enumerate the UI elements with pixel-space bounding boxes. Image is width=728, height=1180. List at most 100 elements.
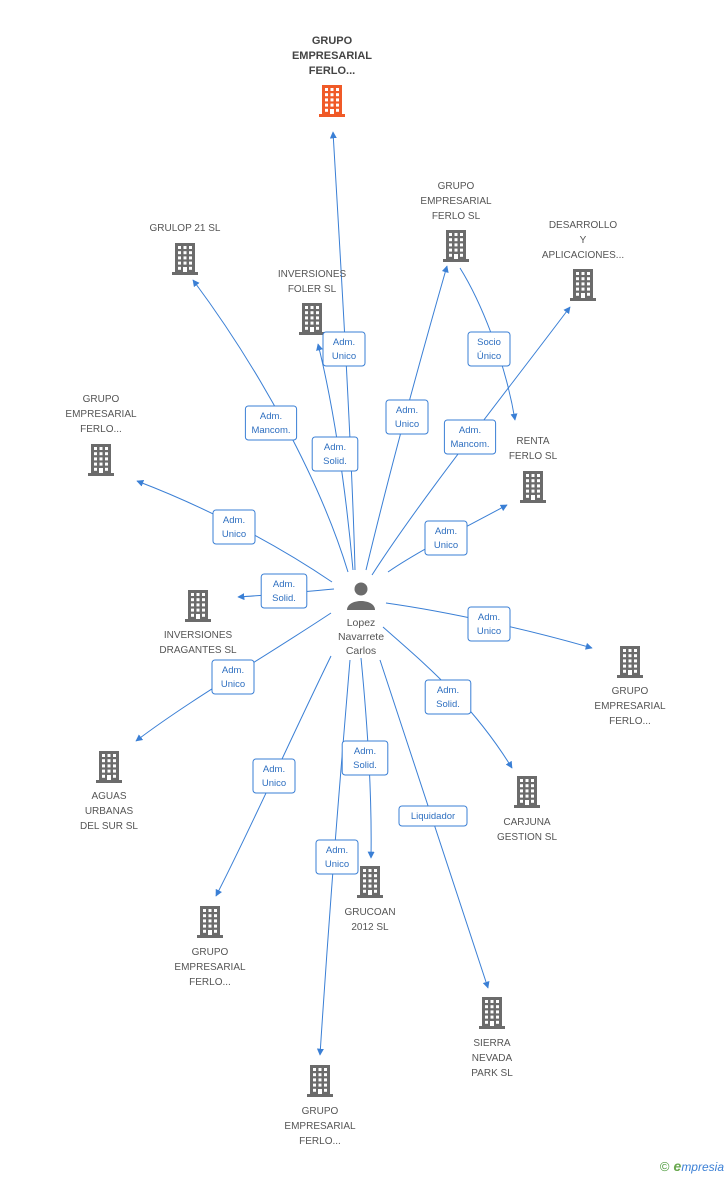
company-label: EMPRESARIAL	[594, 701, 666, 712]
company-label: GRUPO	[612, 686, 649, 697]
edge-label-text: Liquidador	[411, 811, 455, 822]
person-label: Navarrete	[338, 631, 384, 643]
edge-label-c6[interactable]: Adm. Unico	[424, 520, 468, 556]
company-label: INVERSIONES	[164, 630, 233, 641]
company-label: INVERSIONES	[278, 269, 347, 280]
edge-label-text: Solid.	[323, 456, 347, 467]
building-icon	[617, 646, 643, 678]
edge-label-text: Solid.	[436, 699, 460, 710]
company-label: FERLO...	[299, 1136, 341, 1147]
edge-label-text: Adm.	[223, 515, 245, 526]
edge-label-c1[interactable]: Adm.Mancom.	[244, 405, 298, 441]
edge-label-box	[322, 331, 366, 367]
edge-label-box	[467, 606, 511, 642]
empresia-logo-icon: e	[673, 1158, 682, 1174]
person-label: Carlos	[346, 645, 376, 657]
company-node-c4[interactable]: DESARROLLOYAPLICACIONES...	[542, 220, 624, 301]
company-label: GRUPO	[83, 394, 120, 405]
edge-label-c4[interactable]: Adm.Mancom.	[443, 419, 497, 455]
company-label: NEVADA	[472, 1053, 513, 1064]
edge-label-box	[252, 758, 296, 794]
edge-label-box	[212, 509, 256, 545]
edge-label-c11[interactable]: Adm.Unico	[252, 758, 296, 794]
edge-label-text: Mancom.	[251, 425, 290, 436]
edge-label-text: Adm.	[435, 526, 457, 537]
company-node-c8[interactable]: GRUPO EMPRESARIAL FERLO...	[594, 646, 666, 727]
edge-label-box	[311, 436, 359, 472]
company-label: FERLO...	[80, 424, 122, 435]
company-label: EMPRESARIAL	[420, 196, 492, 207]
edge-label-text: Adm.	[326, 845, 348, 856]
edge-label-text: Solid.	[272, 593, 296, 604]
edge-label-text: Adm.	[333, 337, 355, 348]
company-label: PARK SL	[471, 1068, 513, 1079]
company-label: GRUPO	[302, 1106, 339, 1117]
copyright-icon: ©	[659, 1159, 670, 1174]
company-node-c5[interactable]: GRUPO EMPRESARIAL FERLO...	[65, 394, 137, 476]
edge-label-text: Unico	[222, 529, 246, 540]
company-label: DESARROLLO	[549, 220, 618, 231]
company-label: EMPRESARIAL	[65, 409, 137, 420]
company-node-c1[interactable]: GRULOP 21 SL	[150, 223, 221, 275]
company-label: GRUPO	[192, 947, 229, 958]
company-node-c0[interactable]: GRUPOEMPRESARIALFERLO...	[292, 35, 372, 117]
company-label: AGUAS	[91, 791, 126, 802]
building-icon	[307, 1065, 333, 1097]
edge-label-box	[211, 659, 255, 695]
company-label: FERLO...	[609, 716, 651, 727]
edge-label-text: Unico	[434, 540, 458, 551]
company-node-c6[interactable]: RENTA FERLO SL	[509, 436, 558, 503]
edge-label-text: Unico	[477, 626, 501, 637]
edge-label-text: Unico	[221, 679, 245, 690]
edge-label-box	[385, 399, 429, 435]
edge-label-c2[interactable]: Adm.Solid.	[311, 436, 359, 472]
edge-label-c13[interactable]: Liquidador	[398, 805, 468, 827]
edge-label-c12[interactable]: Adm.Solid.	[341, 740, 389, 776]
edge-label-text: Unico	[262, 778, 286, 789]
company-label: FERLO...	[309, 65, 355, 77]
edge-label-text: Solid.	[353, 760, 377, 771]
edge-label-text: Único	[477, 351, 501, 362]
company-label: FOLER SL	[288, 284, 337, 295]
company-label: GRUPO	[312, 35, 353, 47]
company-label: RENTA	[516, 436, 549, 447]
edge-label-box	[260, 573, 308, 609]
company-node-c2[interactable]: INVERSIONES FOLER SL	[278, 269, 347, 335]
edge-labels-layer: Adm.UnicoAdm.Mancom.Adm.Solid.Adm.UnicoA…	[211, 331, 511, 875]
company-node-c11[interactable]: GRUPOEMPRESARIALFERLO...	[174, 906, 246, 988]
building-icon	[197, 906, 223, 938]
edge-label-text: Adm.	[222, 665, 244, 676]
edge-label-box	[424, 520, 468, 556]
company-label: FERLO SL	[509, 451, 558, 462]
edge-label-text: Adm.	[396, 405, 418, 416]
edge-label-c0[interactable]: Adm.Unico	[322, 331, 366, 367]
edge-label-c5[interactable]: Adm. Unico	[212, 509, 256, 545]
company-node-c14[interactable]: GRUPO EMPRESARIAL FERLO...	[284, 1065, 356, 1147]
edge-label-c3[interactable]: Adm.Unico	[385, 399, 429, 435]
edge-label-c7[interactable]: Adm.Solid.	[260, 573, 308, 609]
edge-label-text: Adm.	[459, 425, 481, 436]
edge-label-c10[interactable]: Adm.Solid.	[424, 679, 472, 715]
building-icon	[96, 751, 122, 783]
copyright-footer[interactable]: ©empresia	[660, 1158, 724, 1174]
edge-label-box	[244, 405, 298, 441]
company-label: GRUPO	[438, 181, 475, 192]
edge-label-c9[interactable]: Adm. Unico	[211, 659, 255, 695]
company-label: SIERRA	[473, 1038, 511, 1049]
edge-label-c8[interactable]: Adm.Unico	[467, 606, 511, 642]
company-label: EMPRESARIAL	[284, 1121, 356, 1132]
company-label: Y	[580, 235, 587, 246]
edge-label-text: Socio	[477, 337, 501, 348]
building-icon	[357, 866, 383, 898]
building-icon	[570, 269, 596, 301]
company-node-c13[interactable]: SIERRA NEVADA PARK SL	[471, 997, 513, 1079]
edge-label-c14[interactable]: Adm.Unico	[315, 839, 359, 875]
